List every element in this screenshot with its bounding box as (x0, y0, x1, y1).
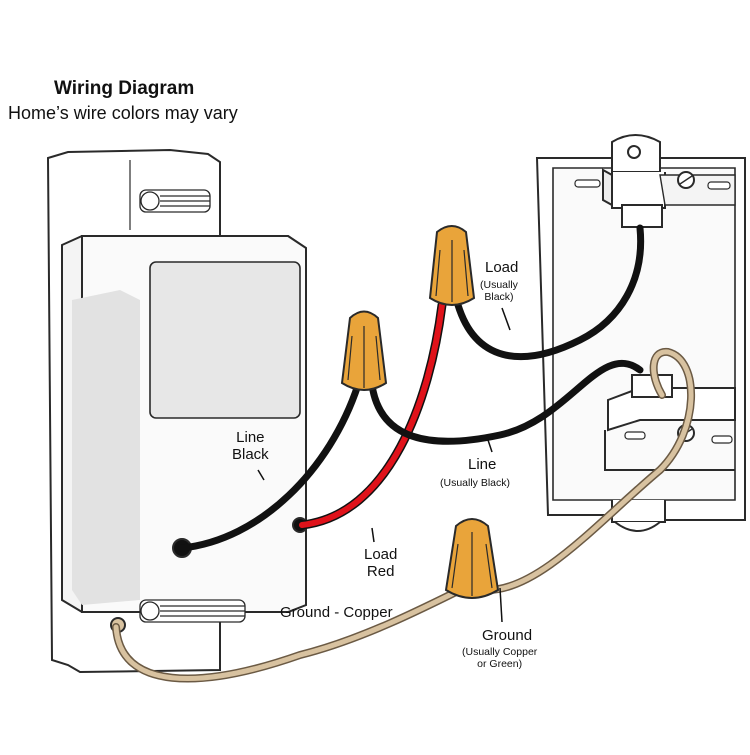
leader-lines (257, 307, 511, 623)
label-load-top-note: (Usually Black) (480, 279, 518, 304)
diagram-title: Wiring Diagram (54, 78, 195, 99)
light-switch (46, 148, 308, 674)
mounting-screw-icon (139, 599, 246, 623)
label-ground: Ground (482, 627, 533, 644)
label-line-black: Line Black (232, 429, 269, 464)
wire-nut-icon (340, 310, 388, 391)
wires (112, 224, 696, 683)
label-ground-copper: Ground - Copper (280, 604, 393, 621)
wire-nut-icon (444, 518, 500, 599)
load-black-wire (454, 224, 645, 361)
line-black-wire (178, 381, 362, 552)
wire-nut-icon (428, 225, 476, 306)
label-load-red: Load Red (364, 546, 398, 581)
label-ground-note: (Usually Copper or Green) (462, 646, 538, 671)
label-load-top: Load (485, 259, 519, 276)
label-line-right-note: (Usually Black) (440, 477, 511, 489)
electrical-box (535, 134, 746, 532)
mounting-screw-icon (139, 189, 211, 213)
line-box-wire (368, 359, 644, 445)
label-line-right: Line (468, 456, 497, 473)
diagram-subtitle: Home’s wire colors may vary (8, 103, 238, 123)
